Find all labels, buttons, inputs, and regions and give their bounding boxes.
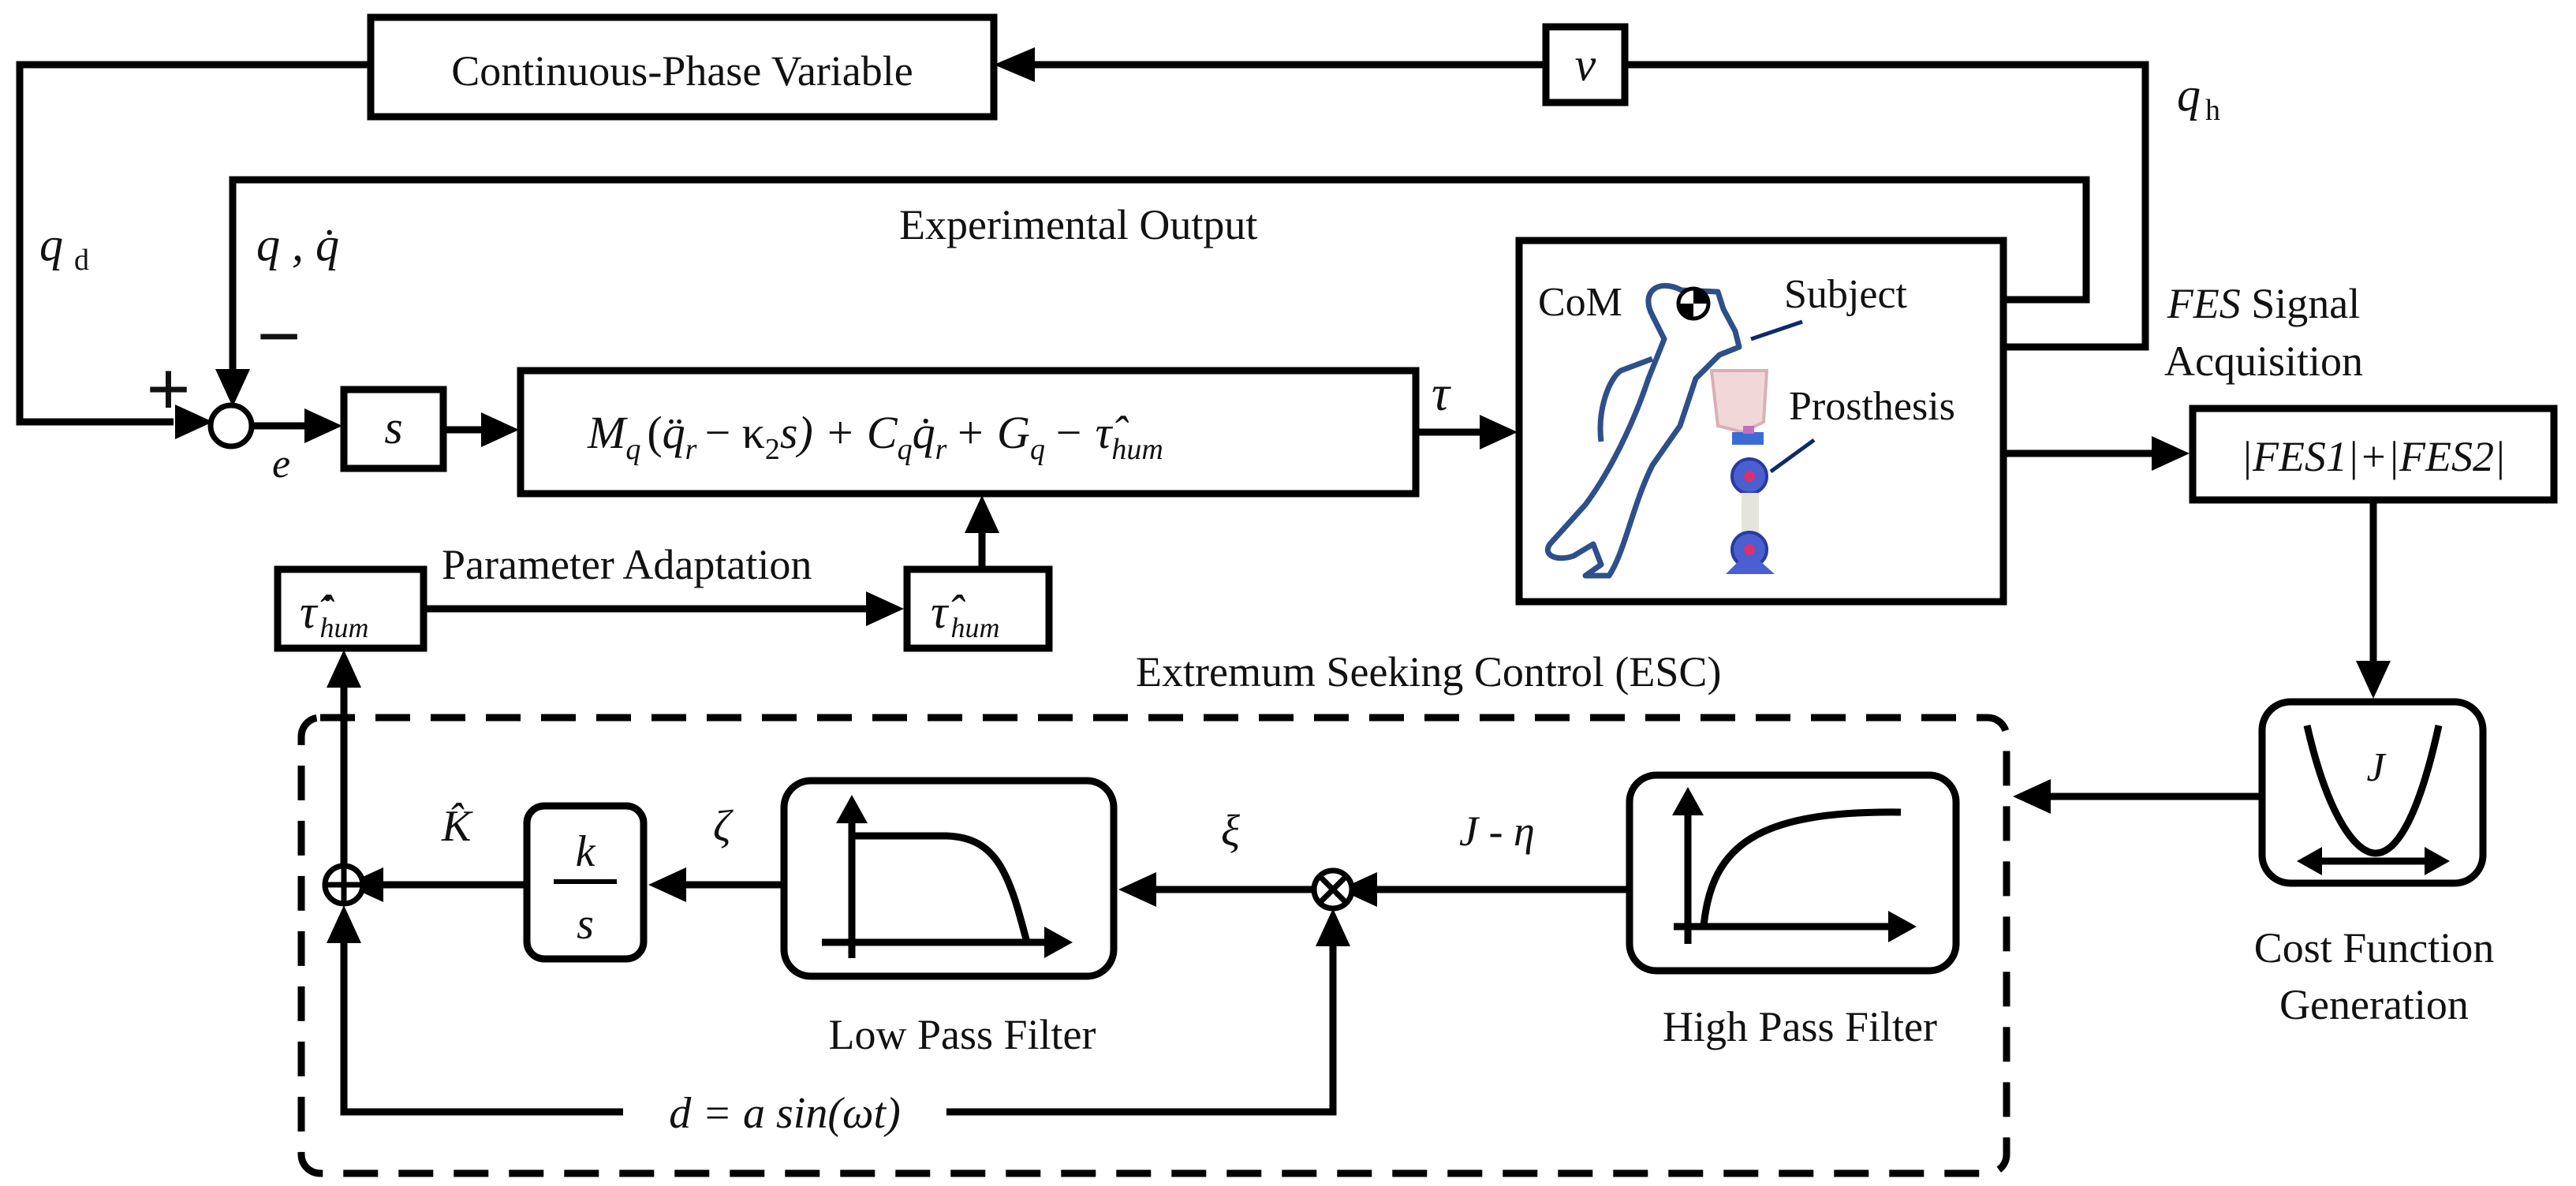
s-symbol: s	[384, 401, 402, 453]
com-marker-icon	[1676, 286, 1711, 321]
subject-prosthesis-block	[1515, 237, 2007, 606]
acquisition-label: Acquisition	[2164, 338, 2363, 385]
subject-figure	[1545, 282, 1742, 579]
esc-region	[297, 714, 2010, 1177]
nu-symbol: ν	[1575, 39, 1596, 91]
k-hat-label: K̂	[441, 802, 473, 851]
high-pass-filter-block	[1626, 771, 1960, 975]
integrator-numerator: k	[576, 827, 596, 876]
low-pass-label: Low Pass Filter	[828, 1011, 1096, 1058]
s-block: s	[340, 386, 447, 472]
prosthesis-socket	[1709, 369, 1769, 434]
phase-variable-block: Continuous-Phase Variable	[367, 13, 998, 121]
integrator-denominator: s	[577, 900, 594, 949]
dither-label: d = a sin(ωt)	[669, 1089, 901, 1138]
com-label: CoM	[1538, 280, 1622, 325]
nu-block: ν	[1542, 23, 1629, 106]
cost-parabola-icon	[2303, 725, 2443, 857]
esc-title: Extremum Seeking Control (ESC)	[1136, 648, 1721, 696]
cost-function-block: J	[2258, 698, 2487, 887]
esc-summing-junction	[322, 863, 366, 907]
parameter-adaptation-label: Parameter Adaptation	[442, 541, 812, 588]
cost-J-label: J	[2366, 745, 2387, 790]
plus-sign: +	[146, 345, 191, 433]
xi-label: ξ	[1221, 807, 1240, 856]
tau-hat-dot-block: τ̂̇hum	[274, 565, 427, 652]
error-label: e	[272, 442, 290, 487]
experimental-output-label: Experimental Output	[899, 201, 1257, 248]
prosthesis-label: Prosthesis	[1789, 384, 1955, 429]
j-minus-eta-label: J - η	[1459, 807, 1535, 855]
q-qdot-label: q , q̇	[256, 218, 339, 270]
phase-variable-label: Continuous-Phase Variable	[451, 47, 913, 95]
fes-signal-label: FES Signal	[2167, 280, 2361, 327]
zeta-label: ζ	[713, 802, 734, 851]
tau-hat-block: τ̂hum	[903, 565, 1053, 652]
multiplier-junction	[1311, 867, 1355, 912]
control-law: Mq(q̈r− κ2s) + Cqq̇r+ Gq− τ̂hum	[587, 407, 1163, 466]
minus-sign: −	[256, 293, 301, 380]
output-feedback-path	[215, 176, 2090, 407]
tau-label: τ	[1432, 365, 1451, 421]
generation-label: Generation	[2279, 981, 2469, 1028]
controller-block: Mq(q̈r− κ2s) + Cqq̇r+ Gq− τ̂hum	[517, 367, 1420, 498]
integrator-block: k s	[523, 802, 648, 963]
phase-feedback-path	[16, 47, 2149, 439]
subject-label: Subject	[1784, 272, 1908, 317]
fes-sum-block: |FES1|+|FES2|	[2189, 405, 2558, 504]
high-pass-label: High Pass Filter	[1663, 1003, 1937, 1050]
dither-path	[327, 905, 1350, 1116]
summing-junction	[207, 402, 255, 449]
fes-sum-text: |FES1|+|FES2|	[2241, 433, 2506, 480]
low-pass-filter-block	[780, 777, 1118, 980]
cost-function-label: Cost Function	[2254, 924, 2495, 972]
